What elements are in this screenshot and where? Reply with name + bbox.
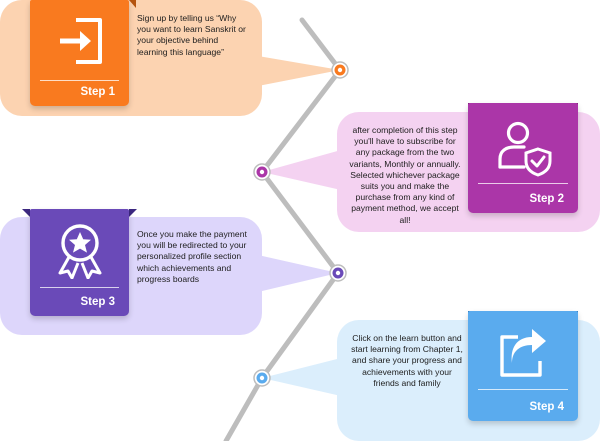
share-icon <box>500 329 546 377</box>
award-badge-icon <box>58 224 102 279</box>
step-1-text: Sign up by telling us “Why you want to l… <box>137 13 246 57</box>
timeline-node-4 <box>253 369 271 387</box>
step-3-label: Step 3 <box>80 296 115 308</box>
step-2-label: Step 2 <box>529 193 564 205</box>
sign-in-icon <box>60 18 102 64</box>
step-4-card: Step 4 <box>468 311 578 421</box>
step-4-label: Step 4 <box>529 401 564 413</box>
step-3-text: Once you make the payment you will be re… <box>137 229 247 284</box>
timeline-node-1 <box>331 61 349 79</box>
step-4-text: Click on the learn button and start lear… <box>351 333 463 388</box>
step-1-card: Step 1 <box>30 0 129 106</box>
step-1-label: Step 1 <box>80 86 115 98</box>
verified-user-icon <box>498 121 552 177</box>
timeline-node-2 <box>253 163 271 181</box>
timeline-node-3 <box>329 264 347 282</box>
step-2-text: after completion of this step you'll hav… <box>349 125 461 225</box>
step-2-card: Step 2 <box>468 103 578 213</box>
step-3-card: Step 3 <box>30 209 129 316</box>
